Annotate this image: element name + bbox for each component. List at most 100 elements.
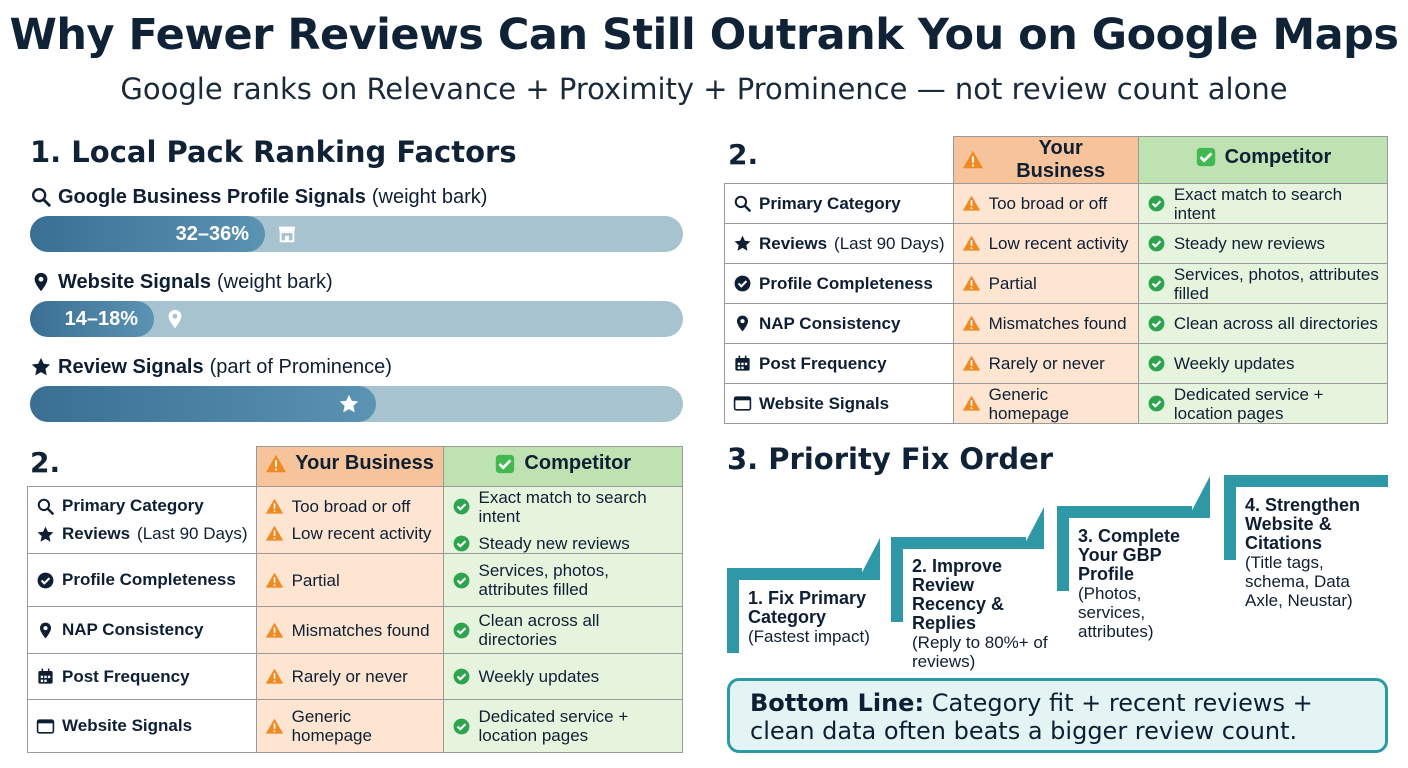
row-label: Website Signals [759,393,890,413]
star-icon [31,357,51,376]
comp-cell: Exact match to search intent [478,487,647,526]
your-cell: Partial [988,274,1037,293]
check-circle-icon [453,668,469,685]
step-ledge [1224,475,1388,487]
warning-icon [962,150,983,169]
warning-icon [962,235,980,251]
step-riser [1057,506,1069,591]
row-label: Profile Completeness [759,273,933,293]
factor-value: 32–36% [175,222,249,245]
step-ledge [1057,506,1192,518]
check-circle-icon [1148,235,1165,252]
warning-icon [962,195,980,211]
check-circle-icon [453,622,469,638]
factor-bar-track: 32–36% [30,216,683,252]
row-label: Website Signals [62,716,193,735]
table-row: NAP Consistency Mismatches found Clean a… [724,303,1389,344]
row-label: Reviews [759,233,828,253]
table-row: Website Signals Generic homepage Dedicat… [724,383,1389,424]
page-subtitle: Google ranks on Relevance + Proximity + … [120,72,1288,106]
comp-cell: Exact match to search intent [1173,184,1343,223]
your-cell: Rarely or never [291,667,408,686]
location-pin-icon [168,309,182,329]
check-circle-icon [1148,315,1165,332]
col-your-label: Your Business [1016,137,1106,182]
comp-cell: Dedicated service + location pages [478,707,629,745]
table-row: Reviews (Last 90 Days) Low recent activit… [724,223,1389,264]
row-label: NAP Consistency [62,620,204,639]
comparison-table-right: Your Business Competitor Primary Categor… [724,136,1389,424]
table-left-number: 2. [30,446,61,479]
table-row: Profile Completeness Partial Services, p… [27,553,684,607]
check-circle-icon [453,535,469,551]
check-circle-icon [1148,395,1165,412]
factor-note: (weight bark) [371,185,488,208]
col-competitor: Competitor [442,446,684,487]
table-corner [28,447,257,487]
warning-icon [266,454,287,472]
bottom-line-label: Bottom Line: [750,689,925,717]
bottom-line-text: Category fit + recent reviews + clean da… [750,689,1313,745]
factor-note: (weight bark) [217,270,333,293]
step-subtext: (Reply to 80%+ of reviews) [912,633,1048,671]
browser-window-icon [36,718,55,734]
table-row: Profile Completeness Partial Services, p… [724,263,1389,304]
step-heading: 1. Fix Primary Category [748,588,867,627]
factor-name: Website Signals [58,270,212,293]
comp-cell: Weekly updates [478,667,600,686]
row-label: NAP Consistency [759,313,901,333]
check-circle-icon [1148,195,1165,212]
check-circle-icon [453,498,469,515]
your-cell: Rarely or never [988,354,1105,373]
factor-gbp: Google Business Profile Signals (weight … [30,184,685,252]
step-ledge [891,537,1026,549]
your-cell: Mismatches found [291,620,430,640]
checkbox-icon [1196,148,1215,167]
step-2: 2. Improve Review Recency & Replies (Rep… [891,507,1051,671]
table-row: Primary Category Too broad or off Exact … [724,183,1389,224]
step-riser [891,537,903,622]
your-cell: Generic homepage [988,384,1069,423]
search-icon [734,195,751,212]
table-corner [725,137,954,184]
step-1: 1. Fix Primary Category (Fastest impact) [727,538,887,658]
comp-cell: Clean across all directories [478,611,600,649]
row-label-note: (Last 90 Days) [834,233,945,253]
row-label-note: (Last 90 Days) [137,524,248,543]
warning-icon [265,498,283,514]
step-4: 4. Strengthen Website & Citations (Title… [1224,445,1388,610]
your-cell: Low recent activity [988,234,1129,253]
col-your-business: Your Business [952,136,1139,184]
step-corner [1022,507,1044,549]
your-cell: Mismatches found [988,314,1127,333]
col-your-business: Your Business [255,446,444,487]
step-riser [727,568,739,653]
col-competitor: Competitor [1137,136,1389,184]
factor-bar-fill: 14–18% [30,301,154,337]
factor-bar-track: 14–18% [30,301,683,337]
comp-cell: Services, photos, attributes filled [478,561,609,599]
step-corner [858,538,880,580]
row-label: Post Frequency [759,353,887,373]
row-label: Post Frequency [62,666,190,686]
star-icon [734,235,751,251]
table-row: Post Frequency Rarely or never Weekly up… [724,343,1389,384]
warning-icon [265,718,283,734]
factor-name: Google Business Profile Signals [58,185,366,208]
comp-cell: Services, photos, attributes filled [1173,264,1379,303]
col-your-label: Your Business [295,452,434,475]
warning-icon [962,275,980,291]
table-row: Primary Category Reviews(Last 90 Days) T… [27,486,684,554]
row-label: Primary Category [759,193,901,213]
calendar-icon [38,668,53,684]
factor-bar-fill: 32–36% [30,216,265,252]
star-icon [37,526,54,542]
check-circle-icon [1148,355,1165,372]
star-icon [339,394,359,413]
table-row: Post Frequency Rarely or never Weekly up… [27,653,684,700]
step-corner [1188,476,1210,518]
your-cell: Low recent activity [291,524,432,543]
your-cell: Generic homepage [291,707,372,745]
table-right-number: 2. [728,138,759,171]
warning-icon [265,668,283,684]
